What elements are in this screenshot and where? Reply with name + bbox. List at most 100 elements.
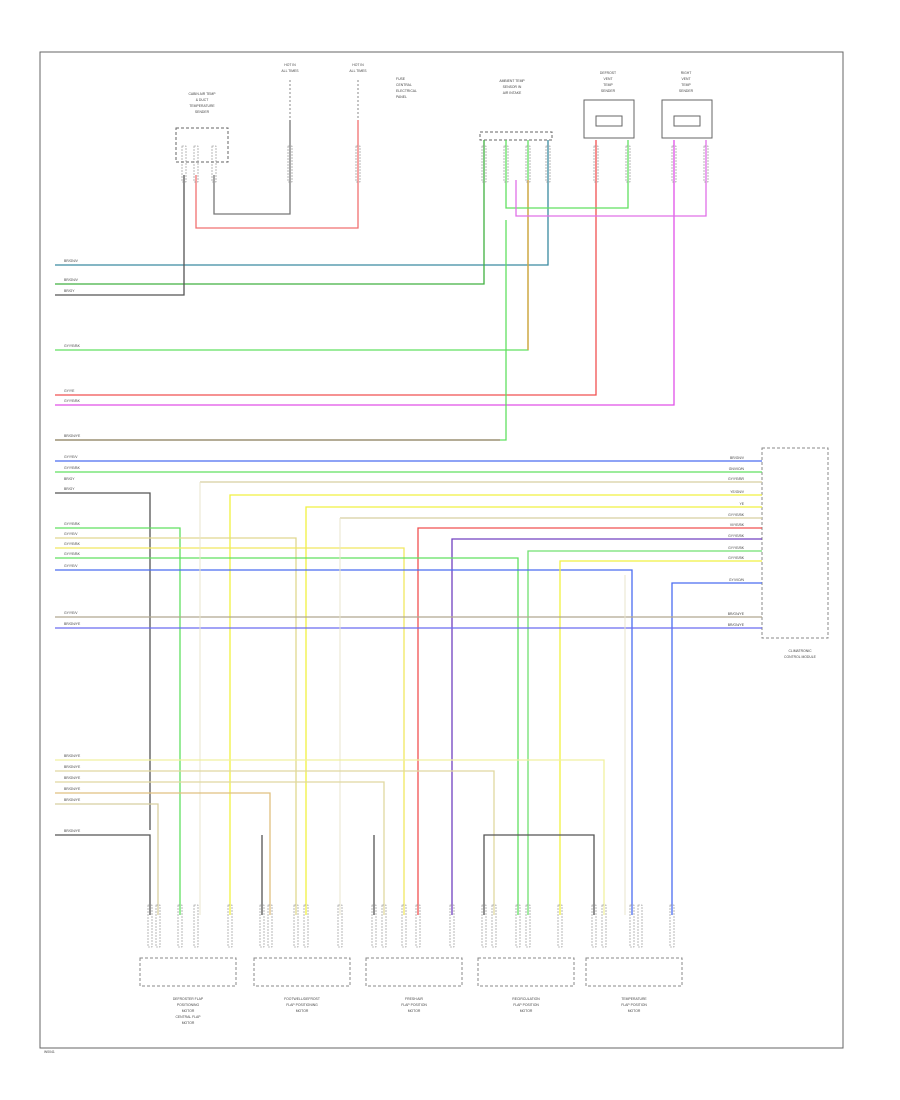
left-wire-label: GY/YE: [64, 389, 75, 393]
svg-text:MOTOR: MOTOR: [408, 1009, 421, 1013]
svg-text:RECIRCULATION: RECIRCULATION: [512, 997, 540, 1001]
connector-pin: [193, 904, 199, 948]
wire-green-2: [55, 140, 529, 351]
wire-gray-2: [55, 492, 151, 830]
wire-green-1: [55, 140, 485, 285]
svg-text:MOTOR: MOTOR: [628, 1009, 641, 1013]
wire-green-4: [55, 220, 507, 441]
connector-pin: [155, 904, 161, 948]
wire-fuse-loop-red: [195, 120, 359, 229]
left-wire-label: BR/GN/YE: [64, 829, 81, 833]
svg-text:VENT: VENT: [681, 77, 690, 81]
bottom-motor-2: FOOTWELL/DEFROST FLAP POSITIONING MOTOR: [253, 957, 351, 1013]
wire-fuse-loop-gray: [213, 120, 291, 215]
left-wire-label: BR/GN/YE: [64, 765, 81, 769]
svg-text:HOT IN: HOT IN: [352, 63, 364, 67]
svg-text:SENDER: SENDER: [195, 110, 210, 114]
connector-pin: [525, 145, 531, 183]
connector-pin: [181, 145, 187, 183]
wires-lower: [55, 759, 605, 915]
connector-pin: [355, 145, 361, 183]
connector-pin: [227, 904, 233, 948]
wire-tan-5: [55, 770, 495, 915]
module-pin-labels: BR/GN/VGN/VIO/NGY/YE/BRYE/GN/VYEGY/YE/BK…: [728, 456, 745, 627]
wire-gray-3: [55, 834, 151, 915]
left-wire-label: BR/GY: [64, 289, 75, 293]
svg-text:DEFROSTER FLAP: DEFROSTER FLAP: [173, 997, 204, 1001]
connectors: [147, 145, 709, 948]
svg-text:ELECTRICAL: ELECTRICAL: [396, 89, 417, 93]
connector-pin: [415, 904, 421, 948]
wire-green-3: [505, 140, 629, 209]
svg-text:& DUCT: & DUCT: [196, 98, 209, 102]
module-pin-label: VI/YE/BK: [730, 523, 745, 527]
wire-orange-2: [55, 792, 271, 915]
svg-text:CENTRAL FLAP: CENTRAL FLAP: [175, 1015, 201, 1019]
module-pin-label: YE/GN/V: [730, 490, 744, 494]
connector-pin: [193, 145, 199, 183]
fuse-note: FUSE CENTRAL ELECTRICAL PANEL: [396, 77, 417, 99]
left-wire-label: BR/GN/YE: [64, 622, 81, 626]
module-pin-label: BR/GN/YE: [728, 623, 745, 627]
connector-pin: [259, 904, 265, 948]
wire-magenta-2: [515, 140, 707, 217]
wire-red-1: [55, 140, 597, 396]
svg-text:RIGHT: RIGHT: [681, 71, 692, 75]
wire-red-2: [417, 527, 762, 915]
fuse-b: HOT IN ALL TIMES: [349, 63, 367, 118]
connector-pin: [337, 904, 343, 948]
svg-text:POSITIONING: POSITIONING: [177, 1003, 200, 1007]
svg-text:TEMP: TEMP: [681, 83, 691, 87]
connector-pin: [371, 904, 377, 948]
connector-pin: [515, 904, 521, 948]
module-pin-label: GY/VIO/N: [729, 578, 745, 582]
connector-pin: [591, 904, 597, 948]
left-wire-label: GY/YE/V: [64, 564, 78, 568]
wires-middle: [55, 460, 762, 915]
left-wire-label: GY/YE/BK: [64, 466, 81, 470]
wire-tan-6: [55, 781, 385, 915]
left-wire-label: BR/GN/YE: [64, 434, 81, 438]
connector-pin: [503, 145, 509, 183]
wire-yellow-4: [559, 560, 762, 915]
wire-yellow-1: [229, 494, 762, 915]
connector-pin: [211, 145, 217, 183]
connector-pin: [177, 904, 183, 948]
defrost-vent-sender: DEFROST VENT TEMP SENDER: [583, 71, 635, 139]
connector-pin: [481, 145, 487, 183]
ambient-temp-sensor: AMBIENT TEMP SENSOR IN AIR INTAKE: [479, 79, 553, 141]
connector-pin: [381, 904, 387, 948]
svg-text:FLAP POSITION: FLAP POSITION: [621, 1003, 647, 1007]
left-wire-label: BR/GN/V: [64, 259, 79, 263]
connector-pin: [491, 904, 497, 948]
left-wire-label: GY/YE/BK: [64, 552, 81, 556]
wire-yellow-3: [55, 547, 405, 915]
left-wire-label: GY/YE/BK: [64, 344, 81, 348]
svg-text:DEFROST: DEFROST: [600, 71, 616, 75]
wire-purple-1: [451, 538, 762, 915]
svg-text:SENSOR IN: SENSOR IN: [503, 85, 522, 89]
svg-text:SENDER: SENDER: [679, 89, 694, 93]
svg-text:MOTOR: MOTOR: [182, 1009, 195, 1013]
connector-pin: [629, 904, 635, 948]
top-left-sender: CABIN AIR TEMP & DUCT TEMPERATURE SENDER: [175, 92, 229, 163]
left-wire-label: GY/YE/BK: [64, 542, 81, 546]
left-wire-label: BR/GN/YE: [64, 787, 81, 791]
svg-text:CENTRAL: CENTRAL: [396, 83, 412, 87]
connector-pin: [557, 904, 563, 948]
wire-blue-2: [55, 569, 633, 915]
fuse-a: HOT IN ALL TIMES: [281, 63, 299, 118]
module-pin-label: GY/YE/BK: [728, 534, 745, 538]
svg-text:ALL TIMES: ALL TIMES: [349, 69, 367, 73]
module-pin-label: YE: [739, 502, 744, 506]
svg-text:CLIMATRONIC: CLIMATRONIC: [788, 649, 812, 653]
bottom-motor-1: DEFROSTER FLAP POSITIONING MOTOR CENTRAL…: [139, 957, 237, 1025]
wire-teal-1: [55, 140, 549, 266]
module-pin-label: GY/YE/BK: [728, 513, 745, 517]
svg-text:TEMPERATURE: TEMPERATURE: [189, 104, 215, 108]
bottom-motor-5: TEMPERATURE FLAP POSITION MOTOR: [585, 957, 683, 1013]
connector-pin: [601, 904, 607, 948]
wires-top: [55, 120, 707, 441]
svg-text:AMBIENT TEMP: AMBIENT TEMP: [499, 79, 525, 83]
wire-yellow-5: [55, 759, 605, 915]
